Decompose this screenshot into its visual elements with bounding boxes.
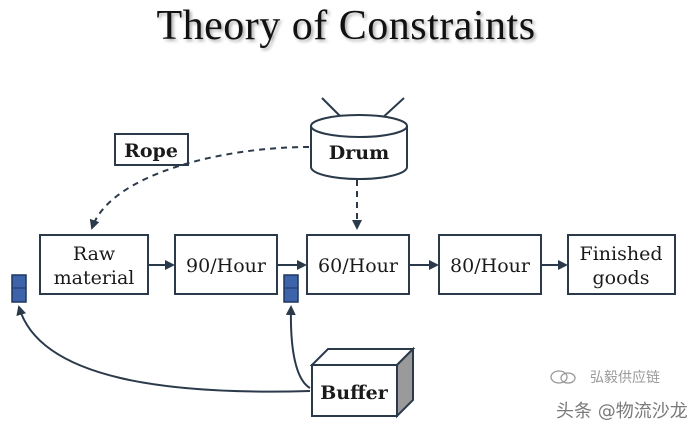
buffer-connector-middle [285, 305, 311, 389]
drum: Drum [310, 114, 408, 180]
wechat-icon [550, 370, 576, 384]
buffer-connector-left [16, 305, 311, 393]
diagram-title: Theory of Constraints [156, 3, 536, 49]
rope-label: Rope [124, 140, 178, 162]
raw-material-line2: material [54, 267, 135, 289]
step-80-box: 80/Hour [438, 234, 542, 295]
finished-goods-line1: Finished [580, 243, 663, 265]
step-90-box: 90/Hour [174, 234, 278, 295]
step-60-box: 60/Hour [306, 234, 410, 295]
drum-label: Drum [329, 142, 389, 164]
watermark-line1: 弘毅供应链 [590, 370, 660, 386]
step-60-label: 60/Hour [318, 255, 399, 277]
buffer-block-left [11, 274, 27, 303]
rope-connector [89, 146, 310, 230]
step-90-label: 90/Hour [186, 255, 267, 277]
watermark-line2: 头条 @物流沙龙 [556, 401, 688, 422]
buffer-box: Buffer [309, 346, 416, 419]
finished-goods-line2: goods [593, 267, 650, 289]
buffer-label: Buffer [320, 382, 389, 404]
raw-material-line1: Raw [73, 243, 116, 265]
step-80-label: 80/Hour [450, 255, 531, 277]
buffer-block-middle [283, 274, 299, 303]
finished-goods-box: Finished goods [567, 234, 676, 295]
raw-material-box: Raw material [39, 234, 149, 295]
rope-box: Rope [114, 133, 189, 166]
